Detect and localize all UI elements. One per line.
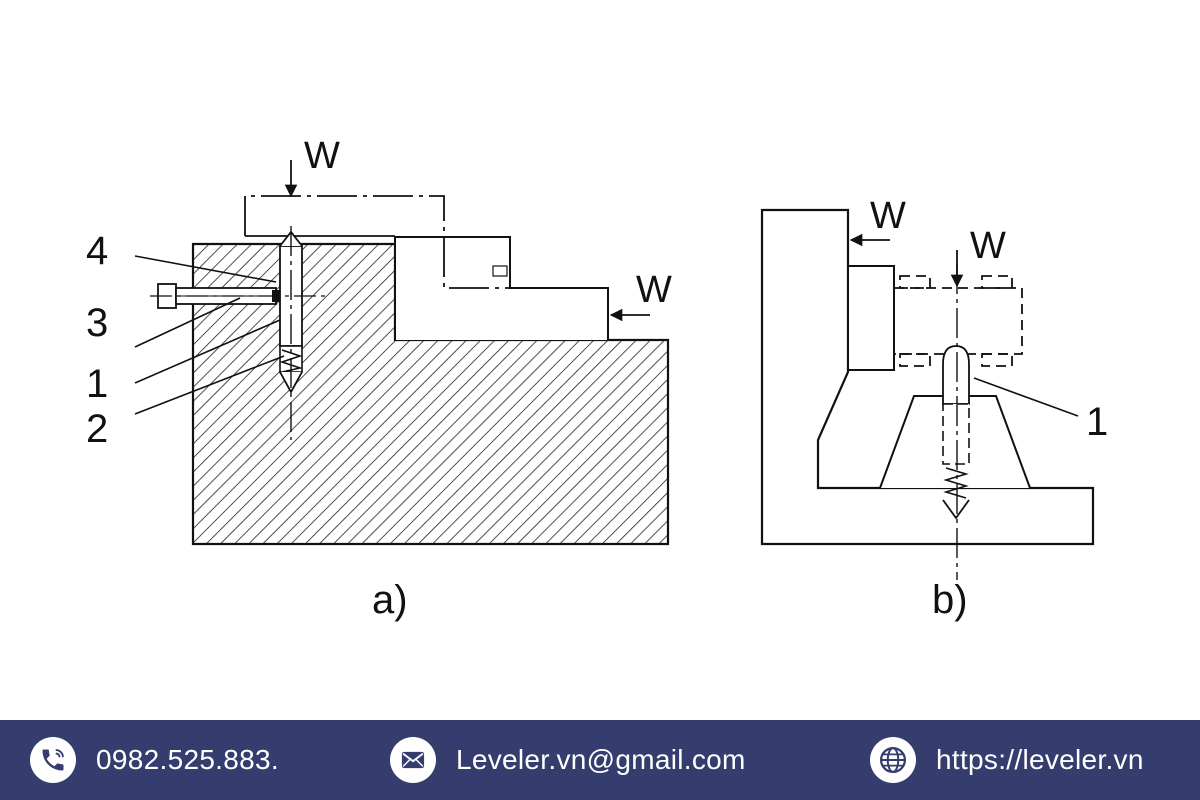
footer-website[interactable]: https://leveler.vn [870, 720, 1144, 800]
spring-b [943, 467, 969, 499]
workpiece-phantom-a [244, 195, 510, 289]
phone-number: 0982.525.883. [96, 744, 279, 775]
spring-a [279, 349, 303, 373]
figure-b: W W 1 b) [760, 195, 1108, 622]
contact-footer: 0982.525.883. Leveler.vn@gmail.com https… [0, 720, 1200, 800]
fixture-diagram: W W 4 3 1 2 a) [86, 135, 1108, 622]
callout-4-a: 4 [86, 229, 108, 273]
globe-icon [870, 737, 916, 783]
figure-a: W W 4 3 1 2 a) [86, 135, 672, 622]
fixture-body-b [760, 208, 1095, 546]
caption-a: a) [372, 578, 408, 622]
mail-icon [390, 737, 436, 783]
callout-1-a: 1 [86, 362, 108, 406]
phone-icon [30, 737, 76, 783]
footer-phone[interactable]: 0982.525.883. [30, 720, 279, 800]
force-label-right-a: W [636, 269, 672, 311]
workpiece-a [394, 236, 609, 340]
force-label-top-b: W [970, 225, 1006, 267]
footer-email[interactable]: Leveler.vn@gmail.com [390, 720, 746, 800]
callout-2-a: 2 [86, 407, 108, 451]
website-url: https://leveler.vn [936, 744, 1144, 775]
callout-3-a: 3 [86, 301, 108, 345]
force-label-left-b: W [870, 195, 906, 237]
force-label-top-a: W [304, 135, 340, 177]
callout-1-b: 1 [1086, 400, 1108, 444]
email-address: Leveler.vn@gmail.com [456, 744, 746, 775]
caption-b: b) [932, 578, 968, 622]
